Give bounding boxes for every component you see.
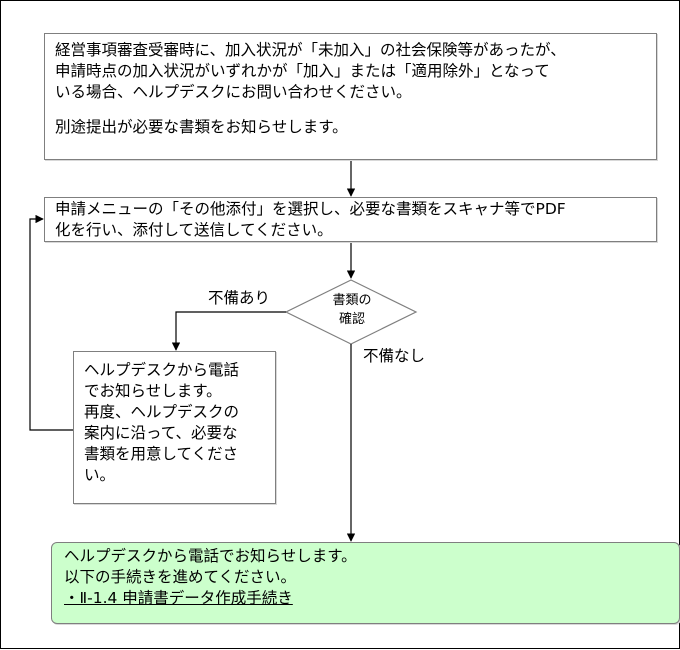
callback-line: 再度、ヘルプデスクの: [84, 403, 240, 421]
intro-line: 経営事項審査受審時に、加入状況が「未加入」の社会保険等があったが、: [55, 41, 566, 59]
submit-line: 申請メニューの「その他添付」を選択し、必要な書類をスキャナ等でPDF: [55, 200, 566, 218]
callback-line: 案内に沿って、必要な: [84, 424, 238, 442]
arrow-callback-to-submit: [29, 214, 73, 431]
intro-line: 申請時点の加入状況がいずれかが「加入」または「適用除外」となって: [55, 62, 550, 80]
intro-step-box: 経営事項審査受審時に、加入状況が「未加入」の社会保険等があったが、 申請時点の加…: [44, 33, 657, 160]
arrow-decision-to-callback: [171, 311, 286, 351]
decision-line: 確認: [338, 312, 365, 327]
result-step-box: ヘルプデスクから電話でお知らせします。 以下の手続きを進めてください。 ・Ⅱ-1…: [51, 542, 680, 624]
decision-label: 書類の 確認: [312, 291, 392, 329]
decision-line: 書類の: [332, 293, 372, 308]
submit-step-box: 申請メニューの「その他添付」を選択し、必要な書類をスキャナ等でPDF 化を行い、…: [44, 197, 657, 242]
intro-note: 別途提出が必要な書類をお知らせします。: [55, 118, 348, 136]
callback-line: い。: [84, 466, 116, 484]
callback-line: ヘルプデスクから電話: [84, 361, 240, 379]
result-line: ヘルプデスクから電話でお知らせします。: [64, 547, 357, 565]
intro-line: いる場合、ヘルプデスクにお問い合わせください。: [55, 83, 412, 101]
branch-label-deficient: 不備あり: [208, 289, 271, 307]
submit-line: 化を行い、添付して送信してください。: [55, 221, 333, 239]
procedure-link[interactable]: ・Ⅱ-1.4 申請書データ作成手続き: [64, 589, 293, 607]
result-line: 以下の手続きを進めてください。: [64, 568, 297, 586]
callback-line: でお知らせします。: [84, 382, 222, 400]
intro-spacer: [55, 103, 646, 117]
callback-step-box: ヘルプデスクから電話 でお知らせします。 再度、ヘルプデスクの 案内に沿って、必…: [73, 351, 276, 504]
branch-label-ok: 不備なし: [363, 347, 426, 365]
callback-line: 書類を用意してくださ: [84, 445, 239, 463]
